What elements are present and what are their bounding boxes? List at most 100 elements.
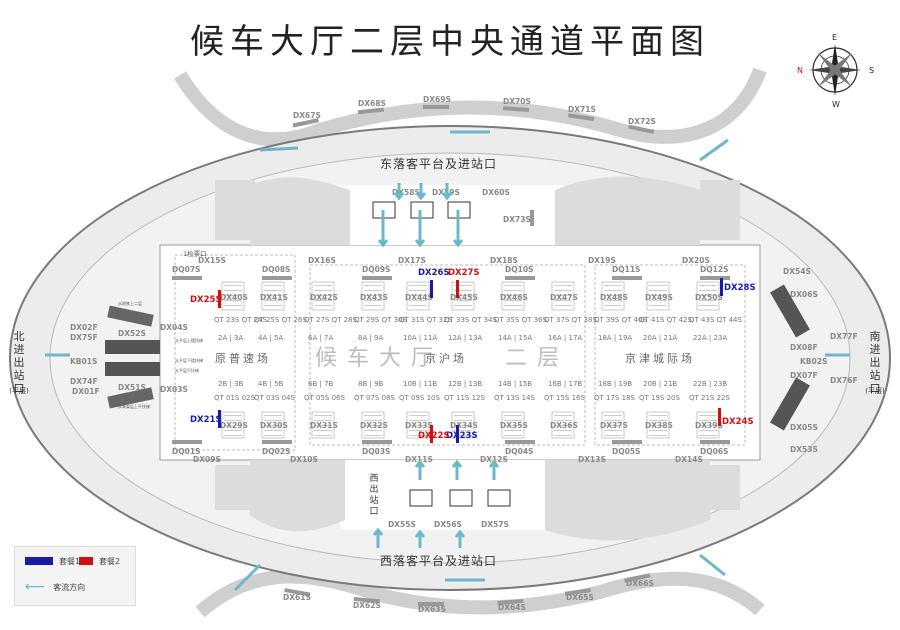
gate-num: 8B | 9B [358, 380, 384, 388]
gate-line [454, 415, 472, 416]
gate-line [554, 435, 572, 436]
gate-line [699, 300, 717, 301]
gate-num: 12B | 13B [448, 380, 482, 388]
dq-label-dq12s: DQ12S [700, 265, 728, 274]
ad-panel [700, 440, 730, 444]
gate-label: QT 09S 10S [399, 394, 440, 402]
legend: 套餐1 套餐2 ⟵客流方向 [14, 546, 136, 606]
gate-line [504, 285, 522, 286]
ad-label-dx61s: DX61S [283, 593, 311, 602]
gate-line [504, 415, 522, 416]
ticket-office-label: 1检票口 [183, 249, 207, 258]
gate-label: QT 07S 08S [354, 394, 395, 402]
gate-line [604, 285, 622, 286]
ad-label-dx09s: DX09S [193, 455, 221, 464]
gate-line [314, 305, 332, 306]
highlight-blue-dx21s: DX21S [190, 415, 222, 425]
ad-label-dx34s: DX34S [450, 421, 478, 430]
gate-line [554, 430, 572, 431]
gate-line [504, 305, 522, 306]
flow-arrow [233, 563, 262, 592]
ad-panel [700, 276, 730, 280]
highlight-bar-red [718, 408, 721, 426]
gate-frame [451, 411, 475, 439]
ad-label-dx17s: DX17S [398, 256, 426, 265]
gate-line [264, 435, 282, 436]
flow-arrow [259, 146, 299, 152]
ad-label-dx47s: DX47S [550, 293, 578, 302]
gate-line [224, 425, 242, 426]
gate-line [454, 435, 472, 436]
highlight-bar-red [456, 280, 459, 298]
highlight-blue-dx28s: DX28S [724, 283, 756, 293]
flow-arrow [699, 553, 726, 577]
zone-left [174, 254, 296, 451]
ad-label-dx51s: DX51S [118, 383, 146, 392]
ad-label-dx19s: DX19S [588, 256, 616, 265]
gate-label: QT 13S 14S [494, 394, 535, 402]
gate-frame [501, 281, 525, 311]
ad-label-dx41s: DX41S [260, 293, 288, 302]
ad-label-kb01s: KB01S [70, 357, 97, 366]
zone-label-left: 原普速场 [215, 351, 271, 365]
gate-line [364, 425, 382, 426]
ad-panel [262, 440, 292, 444]
ad-label-dx62s: DX62S [353, 601, 381, 610]
gate-line [314, 285, 332, 286]
gate-frame [261, 281, 285, 311]
gate-frame [551, 411, 575, 439]
lower-right-block [545, 460, 710, 541]
west-entry-zone [340, 460, 550, 530]
gate-frame [406, 281, 430, 311]
gate-line [409, 285, 427, 286]
upper-left-block [250, 177, 350, 245]
gate-frame [361, 281, 385, 311]
ad-label-dx43s: DX43S [360, 293, 388, 302]
compass-w: W [832, 100, 840, 109]
ad-label-dx06s: DX06S [790, 290, 818, 299]
ad-label-dx64s: DX64S [498, 603, 526, 612]
ad-label-dx49s: DX49S [645, 293, 673, 302]
south-entrance-label: 南进出站口 [869, 330, 881, 395]
dq-label-dq01s: DQ01S [172, 447, 200, 456]
waiting-hall [159, 244, 761, 461]
highlight-red-dx24s: DX24S [722, 417, 754, 427]
ad-label-dx70s: DX70S [503, 97, 531, 106]
ad-label-dx68s: DX68S [358, 99, 386, 108]
gate-num: 8A | 9A [358, 334, 384, 342]
gate-label: QT 43S QT 44S [689, 316, 743, 324]
gate-line [454, 295, 472, 296]
gate-line [364, 295, 382, 296]
legend-pkg1-label: 套餐1 [59, 556, 81, 566]
gate-line [554, 425, 572, 426]
gate-line [224, 290, 242, 291]
gate-frame [361, 411, 385, 439]
gate-frame [646, 411, 670, 439]
gate-num: 6B | 7B [308, 380, 334, 388]
gate-line [364, 415, 382, 416]
ad-label-dx63s: DX63S [418, 605, 446, 614]
highlight-bar-red [430, 425, 433, 443]
highlight-bar-blue [456, 425, 459, 443]
legend-pkg1: 套餐1 [25, 555, 80, 567]
gate-label: QT 29S QT 30S [354, 316, 408, 324]
gate-label: QT 35S QT 36S [494, 316, 548, 324]
west-escalators [105, 305, 160, 409]
ad-label-dx29s: DX29S [220, 421, 248, 430]
gate-line [364, 420, 382, 421]
gate-num: 6A | 7A [308, 334, 334, 342]
hall-label-b: 京沪场 [425, 351, 467, 365]
ad-panel [262, 276, 292, 280]
gate-label: QT 41S QT 42S [639, 316, 693, 324]
gate-label: QT 25S QT 26S [254, 316, 308, 324]
highlight-red-dx27s: DX27S [448, 268, 480, 278]
gate-line [224, 435, 242, 436]
dq-label-dq11s: DQ11S [612, 265, 640, 274]
escalator-label: 从平层下楼扶梯 [175, 357, 203, 363]
gate-line [224, 420, 242, 421]
flow-arrowhead [488, 459, 500, 468]
gate-line [224, 415, 242, 416]
ad-label-dx72s: DX72S [628, 117, 656, 126]
